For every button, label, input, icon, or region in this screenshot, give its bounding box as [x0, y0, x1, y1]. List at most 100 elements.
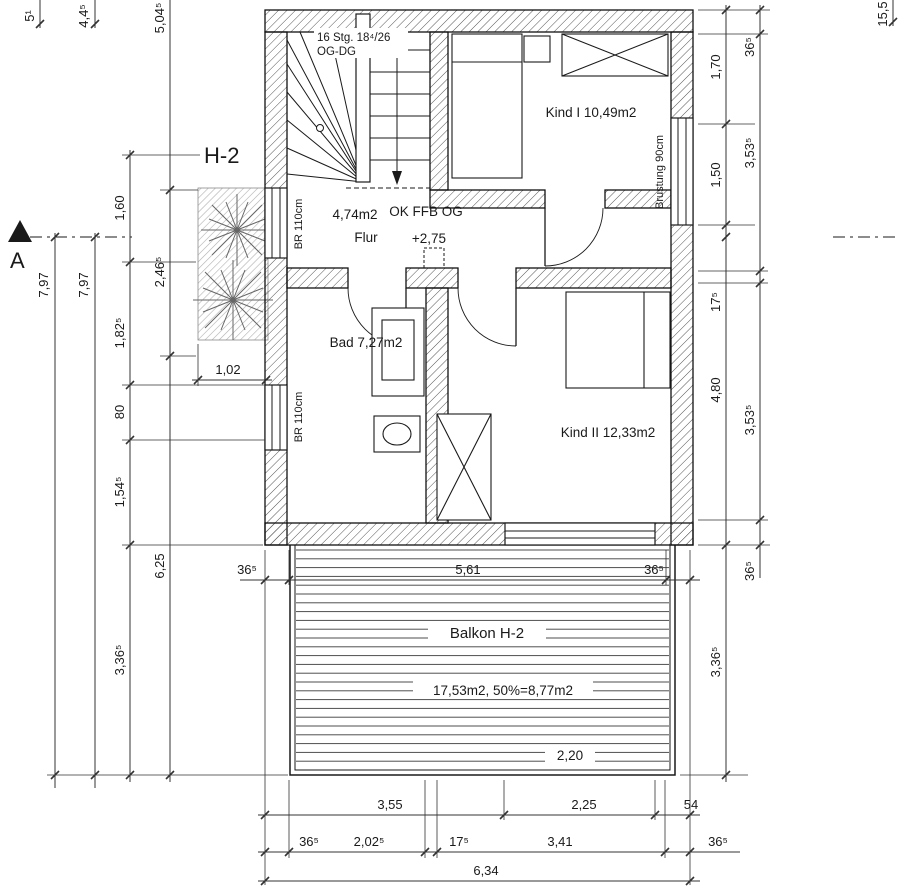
dim-label: 5¹	[22, 10, 37, 22]
dim-label: 1,60	[112, 195, 127, 220]
wall-segment	[429, 31, 449, 191]
tree-icon	[201, 194, 273, 266]
dim-label: 17⁵	[449, 834, 469, 849]
stairs-label: OG-DG	[317, 46, 356, 58]
dim-label: 5,04⁵	[152, 3, 167, 34]
stairs	[286, 13, 445, 269]
dim-label: 6,34	[473, 863, 498, 878]
room-label-kind1: Kind I 10,49m2	[546, 105, 637, 120]
dim-label: 36⁵	[237, 562, 257, 577]
dim-label: 3,55	[377, 797, 402, 812]
wall-segment	[286, 267, 349, 289]
bath-vanity	[371, 307, 425, 397]
dim-label: 7,97	[36, 272, 51, 297]
balcony-door-width: 2,20	[557, 748, 583, 763]
wall-segment	[264, 9, 694, 33]
level-value: +2,75	[412, 231, 446, 246]
section-letter: A	[10, 248, 25, 273]
tree-icon	[193, 260, 273, 340]
dim-label: 17⁵	[708, 292, 723, 312]
parapet-label: BR 110cm	[293, 199, 305, 250]
dim-label: 4,80	[708, 377, 723, 402]
dim-label: 80	[112, 405, 127, 419]
label-backdrop	[314, 28, 408, 58]
dim-label: 1,02	[215, 362, 240, 377]
dim-label: 36⁵	[708, 834, 728, 849]
bed-kind1	[451, 33, 523, 179]
stair-newel	[316, 124, 324, 132]
section-marker	[8, 220, 898, 242]
furniture	[371, 33, 671, 521]
label-backdrop	[428, 623, 546, 642]
dim-label: 36⁵	[299, 834, 319, 849]
door-kind1	[544, 207, 604, 267]
windows	[264, 117, 694, 546]
room-label-flur: Flur	[354, 230, 378, 245]
balcony-railing-inner	[294, 545, 671, 771]
down-arrow-icon	[392, 171, 402, 185]
balcony-decking	[296, 546, 669, 769]
wall-segment	[429, 189, 546, 209]
room-label-kind2: Kind II 12,33m2	[561, 425, 656, 440]
dim-label: 3,53⁵	[742, 138, 757, 169]
dimension-chain-lines	[39, 0, 894, 882]
balcony-door	[504, 522, 656, 546]
balcony-railing-outer	[289, 545, 676, 776]
unit-label: H-2	[204, 143, 239, 168]
parapet-label: BR 110cm	[293, 392, 305, 443]
dim-label: 36⁵	[742, 561, 757, 581]
dimensions	[35, 0, 898, 886]
dimension-ticks	[35, 5, 898, 886]
wall-segment	[670, 31, 694, 546]
dim-label: 15,5	[875, 1, 890, 26]
dim-label: 3,36⁵	[708, 647, 723, 678]
dimension-labels: 7,97 7,97 5¹ 4,4⁵ 1,60 1,82⁵ 80 1,54⁵ 3,…	[22, 1, 890, 878]
stair-treads	[286, 31, 430, 183]
window-right	[670, 117, 694, 226]
nightstand	[523, 35, 551, 63]
dim-label: 54	[684, 797, 698, 812]
window-left-top	[264, 187, 288, 259]
dim-label: 36⁵	[742, 37, 757, 57]
label-backdrop	[413, 681, 593, 699]
dim-label: 4,4⁵	[76, 4, 91, 27]
level-label: OK FFB OG	[389, 204, 463, 219]
dim-label: 2,46⁵	[152, 257, 167, 288]
dim-label: 2,25	[571, 797, 596, 812]
wardrobe-kind1	[561, 33, 669, 77]
door-kind2	[457, 287, 517, 347]
dim-label: 1,70	[708, 54, 723, 79]
dim-label: 7,97	[76, 272, 91, 297]
dim-label: 3,36⁵	[112, 645, 127, 676]
stairs-label: 16 Stg. 18⁴/26	[317, 32, 390, 44]
label-backdrop	[545, 747, 595, 764]
level-marker	[423, 247, 445, 269]
bed-kind2	[565, 291, 671, 389]
wardrobe-kind2	[436, 413, 492, 521]
section-arrow-icon	[8, 220, 32, 242]
terrace	[193, 187, 273, 341]
wall-segment	[515, 267, 672, 289]
dim-label: 3,41	[547, 834, 572, 849]
dim-label: 5,61	[455, 562, 480, 577]
window-left-bottom	[264, 384, 288, 451]
dim-label: 3,53⁵	[742, 405, 757, 436]
dim-label: 36⁵	[644, 562, 664, 577]
balcony	[289, 545, 676, 776]
dim-label: 1,50	[708, 162, 723, 187]
wall-segment	[405, 267, 459, 289]
wall-segment	[264, 31, 288, 546]
dim-label: 6,25	[152, 553, 167, 578]
toilet	[373, 415, 421, 453]
plan-labels: A H-2 16 Stg. 18⁴/26 OG-DG 4,74m2 OK FFB…	[10, 32, 666, 763]
dim-label: 2,02⁵	[354, 834, 385, 849]
room-label-balkon: Balkon H-2	[450, 625, 524, 642]
balcony-area-label: 17,53m2, 50%=8,77m2	[433, 683, 573, 698]
room-area-flur: 4,74m2	[332, 207, 377, 222]
dimension-extension-lines	[47, 9, 770, 885]
dim-label: 1,54⁵	[112, 477, 127, 508]
parapet-label: Brustung 90cm	[654, 135, 666, 209]
room-label-bad: Bad 7,27m2	[330, 335, 403, 350]
